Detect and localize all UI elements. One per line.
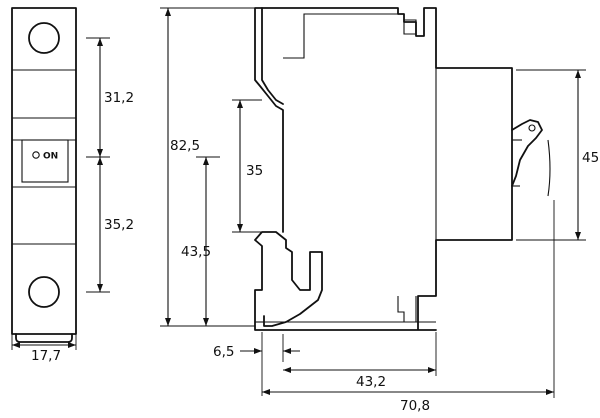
dimension-label-body-depth: 43,2: [356, 374, 386, 390]
top-clip-detail: [261, 7, 284, 105]
dimension-body-depth: 43,2: [283, 332, 437, 390]
front-view-outline: [11, 7, 77, 335]
dimension-front-depth: 45: [516, 69, 599, 241]
front-view: ON: [11, 7, 77, 343]
dimension-rail-height: 35: [232, 99, 263, 233]
side-view-outline: [254, 7, 513, 331]
dimension-label-lower-height: 35,2: [104, 217, 134, 233]
status-indicator-icon: [32, 151, 40, 159]
dimension-label-front-depth: 45: [582, 150, 599, 166]
top-terminal-screw: [28, 22, 60, 54]
bottom-latch: [397, 296, 417, 323]
top-latch: [403, 19, 417, 35]
dimension-width-front: 17,7: [11, 334, 77, 364]
dimension-label-total-height: 82,5: [170, 138, 200, 154]
dimension-label-rail-height: 35: [246, 163, 263, 179]
switch-label: ON: [43, 152, 58, 162]
dimension-label-rail-to-bottom: 43,5: [181, 244, 211, 260]
dimension-total-height: 82,5: [160, 7, 255, 327]
dimension-label-upper-height: 31,2: [104, 90, 134, 106]
top-terminal-block: [283, 13, 398, 59]
dimension-upper-lower-height: 31,2 35,2: [86, 37, 134, 293]
dimension-label-total-depth: 70,8: [400, 398, 430, 414]
dimension-rail-to-bottom: 43,5: [181, 156, 220, 326]
side-view: [254, 7, 551, 331]
lever-arc: [547, 139, 551, 197]
front-bottom-clip: [15, 333, 73, 343]
dimension-clip-offset: 6,5: [213, 332, 300, 396]
toggle-lever: [511, 119, 543, 187]
lever-pivot-icon: [528, 124, 536, 132]
bottom-terminal-screw: [28, 276, 60, 308]
dimension-label-clip-offset: 6,5: [213, 344, 234, 360]
dimension-label-width-front: 17,7: [31, 348, 61, 364]
dimension-total-depth: 70,8: [262, 200, 555, 414]
